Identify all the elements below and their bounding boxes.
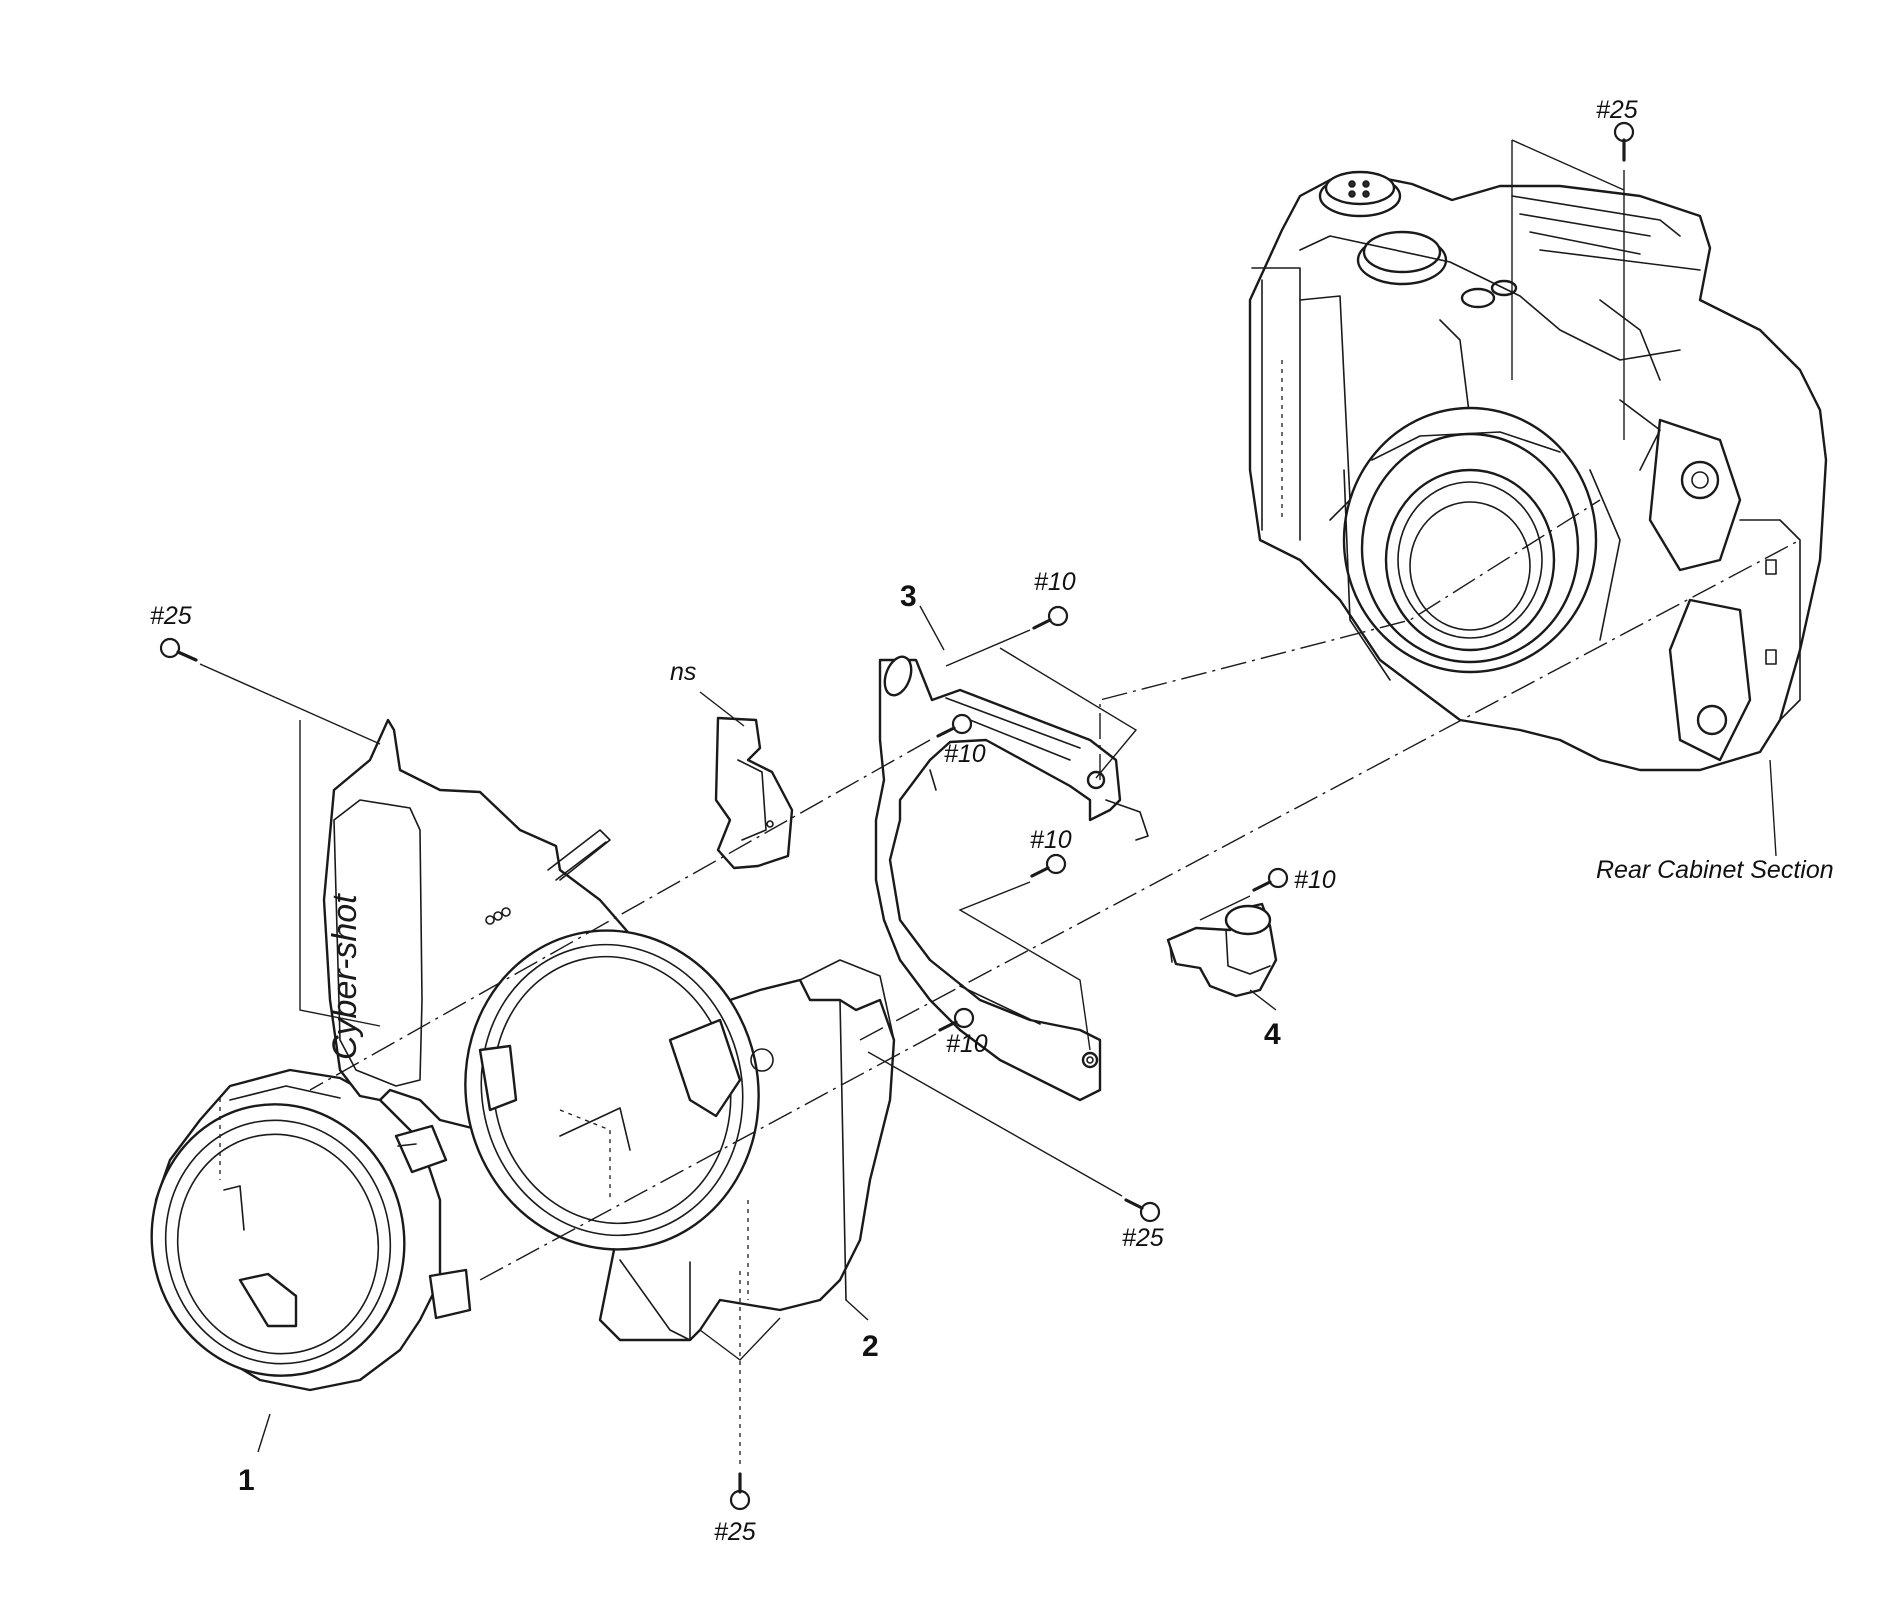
label-ns: ns [670, 658, 696, 686]
label-screw-25-bottom: #25 [714, 1518, 756, 1546]
brand-mark-label: Cyber-shot [326, 893, 364, 1060]
part-4-component [1166, 902, 1278, 998]
label-screw-25-top: #25 [1596, 96, 1638, 124]
label-screw-25-left: #25 [150, 602, 192, 630]
label-rear-cabinet-section: Rear Cabinet Section [1596, 856, 1834, 884]
screw-10-mid [936, 713, 973, 738]
part-2-front-cabinet: Cyber-shot [322, 718, 896, 1342]
assembly-lines [199, 139, 1801, 1464]
screw-25-left [159, 637, 198, 662]
screw-10-bottom [938, 1007, 975, 1032]
label-screw-10-bottom: #10 [946, 1030, 988, 1058]
screw-25-right [1124, 1198, 1161, 1223]
part-ns-plate [714, 716, 794, 870]
screw-10-top [1032, 605, 1069, 630]
labels: #25 #25 #10 #10 #10 #10 #10 #25 #25 ns R… [150, 96, 1834, 1546]
label-screw-10-lower: #10 [1030, 826, 1072, 854]
screw-10-lower [1030, 853, 1067, 878]
part-number-1: 1 [238, 1464, 255, 1497]
part-1-lens-ring [150, 1068, 472, 1392]
screw-25-top-right [1613, 121, 1635, 162]
rear-cabinet-section [1248, 170, 1828, 772]
label-screw-25-right: #25 [1122, 1224, 1164, 1252]
screw-10-part4 [1252, 867, 1289, 892]
screw-25-bottom [729, 1472, 751, 1511]
part-3-bracket [874, 655, 1149, 1102]
part-number-2: 2 [862, 1330, 879, 1363]
label-screw-10-top: #10 [1034, 568, 1076, 596]
label-screw-10-mid: #10 [944, 740, 986, 768]
label-screw-10-part4: #10 [1294, 866, 1336, 894]
part-number-4: 4 [1264, 1018, 1281, 1051]
part-number-3: 3 [900, 580, 917, 613]
